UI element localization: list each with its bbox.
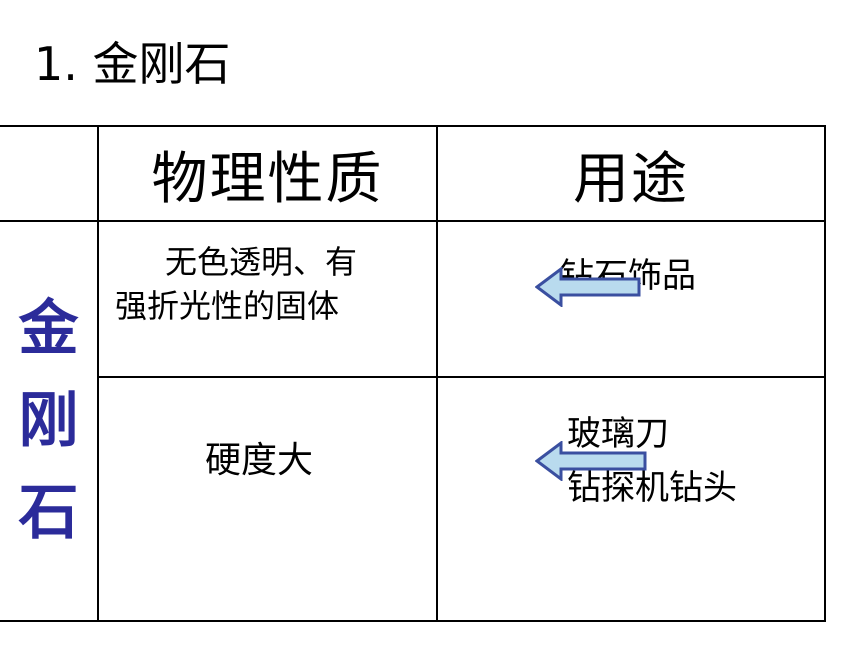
table-border-top: [0, 125, 826, 127]
header-corner-cell: [0, 125, 97, 220]
property-cell-hardness: 硬度大: [205, 439, 313, 483]
property-line: 无色透明、有: [165, 243, 358, 281]
table-divider-col1: [97, 125, 99, 622]
header-physical-properties: 物理性质: [151, 147, 384, 212]
left-arrow-icon: [535, 267, 641, 307]
table-border-right: [824, 125, 826, 622]
diamond-table: 物理性质 用途 金 刚 石 无色透明、有 强折光性的固体 钻石饰品 硬度大 玻璃…: [0, 125, 826, 622]
use-line: 玻璃刀: [567, 414, 669, 454]
table-border-bottom: [0, 620, 826, 622]
table-divider-header: [0, 220, 826, 222]
row-label-char: 石: [18, 478, 79, 548]
slide-title: 1. 金刚石: [34, 37, 231, 91]
use-cell-cutting-tools: 玻璃刀 钻探机钻头: [567, 410, 737, 512]
left-arrow-icon: [535, 441, 647, 481]
row-label-char: 金: [18, 294, 79, 364]
table-divider-col2: [436, 125, 438, 622]
use-line: 钻探机钻头: [567, 468, 737, 508]
property-line: 强折光性的固体: [115, 287, 340, 325]
row-label-diamond: 金 刚 石: [0, 222, 97, 620]
table-divider-row: [97, 376, 826, 378]
row-label-char: 刚: [18, 386, 79, 456]
property-line: 硬度大: [205, 440, 314, 481]
header-uses: 用途: [573, 147, 689, 212]
property-cell-transparency: 无色透明、有 强折光性的固体: [115, 240, 425, 328]
